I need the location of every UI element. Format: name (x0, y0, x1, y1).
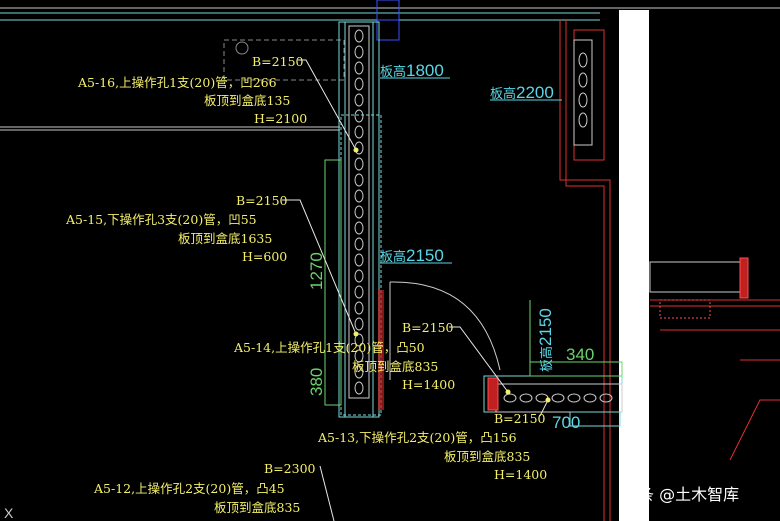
conduit-slot (354, 301, 364, 315)
conduit-slot (354, 221, 364, 235)
note-a5-13: B=2150 A5-13,下操作孔2支(20)管，凸156 板顶到盒底835 H… (317, 411, 547, 482)
note-a5-14-b: B=2150 (402, 320, 454, 335)
conduit-slot (354, 365, 364, 379)
conduit-slot (354, 173, 364, 187)
conduit-slot (354, 253, 364, 267)
note-a5-14: B=2150 A5-14,上操作孔1支(20)管，凸50 板顶到盒底835 H=… (233, 320, 455, 392)
dim-label-2150: 板高2150 (380, 246, 444, 265)
dim-label-2150-vertical: 板高2150 (536, 308, 555, 372)
green-dimension-frame (324, 159, 342, 406)
conduit-slot (583, 393, 597, 403)
right-box-conduits (573, 39, 593, 146)
conduit-slot (354, 61, 364, 75)
note-a5-12-depth: 板顶到盒底835 (214, 500, 300, 515)
ucs-x-marker: X (4, 505, 14, 521)
conduit-slot (354, 317, 364, 331)
note-a5-16-h: H=2100 (254, 111, 307, 126)
conduit-slot (354, 333, 364, 347)
note-a5-14-desc: A5-14,上操作孔1支(20)管，凸50 (233, 340, 425, 355)
conduit-slot (354, 381, 364, 395)
horizontal-panel (483, 300, 623, 427)
conduit-slot (354, 349, 364, 363)
conduit-slot (354, 285, 364, 299)
conduit-slot (354, 77, 364, 91)
conduit-slot (354, 45, 364, 59)
note-a5-12: B=2300 A5-12,上操作孔2支(20)管，凸45 板顶到盒底835 (93, 461, 316, 515)
dim-label-340: 340 (566, 345, 594, 364)
watermark-text: 头条 @土木智库 (622, 485, 739, 504)
note-a5-15: B=2150 A5-15,下操作孔3支(20)管，凹55 板顶到盒底1635 H… (65, 193, 288, 264)
note-a5-12-b: B=2300 (264, 461, 316, 476)
right-fixture (649, 257, 749, 319)
note-a5-16: B=2150 A5-16,上操作孔1支(20)管，凹266 板顶到盒底135 H… (77, 54, 307, 126)
dim-label-1800: 板高1800 (380, 61, 444, 80)
white-wall (619, 10, 649, 521)
note-a5-13-depth: 板顶到盒底835 (444, 449, 530, 464)
note-a5-15-desc: A5-15,下操作孔3支(20)管，凹55 (65, 212, 257, 227)
conduit-slot (599, 393, 613, 403)
conduit-slot (354, 237, 364, 251)
note-a5-13-desc: A5-13,下操作孔2支(20)管，凸156 (317, 430, 517, 445)
door-swing-arc (389, 281, 501, 371)
leader-lines (282, 59, 549, 521)
conduit-slot (354, 205, 364, 219)
dim-label-700: 700 (552, 413, 580, 432)
note-a5-14-h: H=1400 (402, 377, 455, 392)
conduit-slot (354, 29, 364, 43)
note-a5-15-b: B=2150 (236, 193, 288, 208)
conduit-slot (519, 393, 533, 403)
note-a5-13-b: B=2150 (494, 411, 546, 426)
top-boundary-lines (0, 7, 780, 131)
conduit-slot (354, 269, 364, 283)
conduit-slot (551, 393, 565, 403)
dim-label-1270: 1270 (307, 252, 326, 290)
note-a5-16-desc: A5-16,上操作孔1支(20)管，凹266 (77, 75, 277, 90)
conduit-slot (354, 109, 364, 123)
note-a5-15-depth: 板顶到盒底1635 (178, 231, 272, 246)
conduit-slot (354, 93, 364, 107)
conduit-slot (354, 157, 364, 171)
dim-label-2200: 板高2200 (490, 83, 554, 102)
conduit-slot (354, 125, 364, 139)
conduit-slot (354, 189, 364, 203)
note-a5-12-desc: A5-12,上操作孔2支(20)管，凸45 (93, 481, 285, 496)
note-a5-13-h: H=1400 (494, 467, 547, 482)
conduit-slot (503, 393, 517, 403)
note-a5-14-depth: 板顶到盒底835 (352, 359, 438, 374)
vertical-panel (338, 21, 382, 418)
dashed-grey-box (223, 39, 345, 81)
note-a5-15-h: H=600 (242, 249, 287, 264)
dim-label-380: 380 (307, 368, 326, 396)
panel-edge-red (378, 290, 384, 410)
note-a5-16-depth: 板顶到盒底135 (204, 93, 290, 108)
marker-dots (353, 147, 551, 403)
note-a5-16-b: B=2150 (252, 54, 304, 69)
conduit-slot (567, 393, 581, 403)
